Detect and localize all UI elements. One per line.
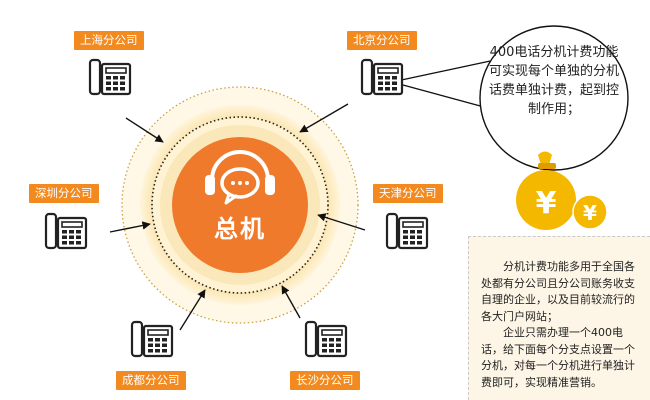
coin-symbol: ¥ (583, 201, 597, 225)
phone-icon-changsha (304, 320, 348, 358)
arrow-tianjin (317, 213, 366, 231)
description-paragraph-2: 企业只需办理一个400电话，给下面每个分支点设置一个分机，对每一个分机进行单独计… (481, 326, 635, 389)
callout-text: 400电话分机计费功能可实现每个单独的分机话费单独计费，起到控制作用； (488, 45, 619, 117)
description-paragraph-1: 分机计费功能多用于全国各处都有分公司且分公司账务收支自理的企业，以及目前较流行的… (481, 260, 635, 323)
arrow-shanghai (125, 117, 164, 143)
branch-label-shanghai: 上海分公司 (74, 31, 144, 50)
phone-icon-tianjin (385, 212, 429, 250)
arrow-shenzhen (109, 221, 151, 233)
branch-label-chengdu: 成都分公司 (116, 371, 186, 390)
branch-label-changsha: 长沙分公司 (290, 371, 360, 390)
phone-icon-shenzhen (44, 212, 88, 250)
coin-icon: ¥ (572, 194, 608, 230)
arrow-changsha (281, 285, 301, 319)
branch-label-shenzhen: 深圳分公司 (29, 184, 99, 203)
callout-bubble (391, 25, 629, 171)
phone-icon-chengdu (130, 320, 174, 358)
money-bag-icon: ¥ (516, 151, 576, 230)
hub-title: 总机 (214, 215, 266, 243)
arrow-beijing (299, 103, 349, 133)
description-box: 分机计费功能多用于全国各处都有分公司且分公司账务收支自理的企业，以及目前较流行的… (468, 236, 650, 400)
branch-label-beijing: 北京分公司 (347, 31, 417, 50)
arrow-chengdu (179, 289, 206, 331)
hub-circle (172, 137, 308, 273)
branch-label-tianjin: 天津分公司 (373, 184, 443, 203)
money-bag-symbol: ¥ (536, 186, 557, 221)
headset-icon (205, 150, 275, 205)
phone-icon-shanghai (88, 58, 132, 96)
connection-arrows (109, 103, 366, 331)
phone-icon-beijing (360, 58, 404, 96)
